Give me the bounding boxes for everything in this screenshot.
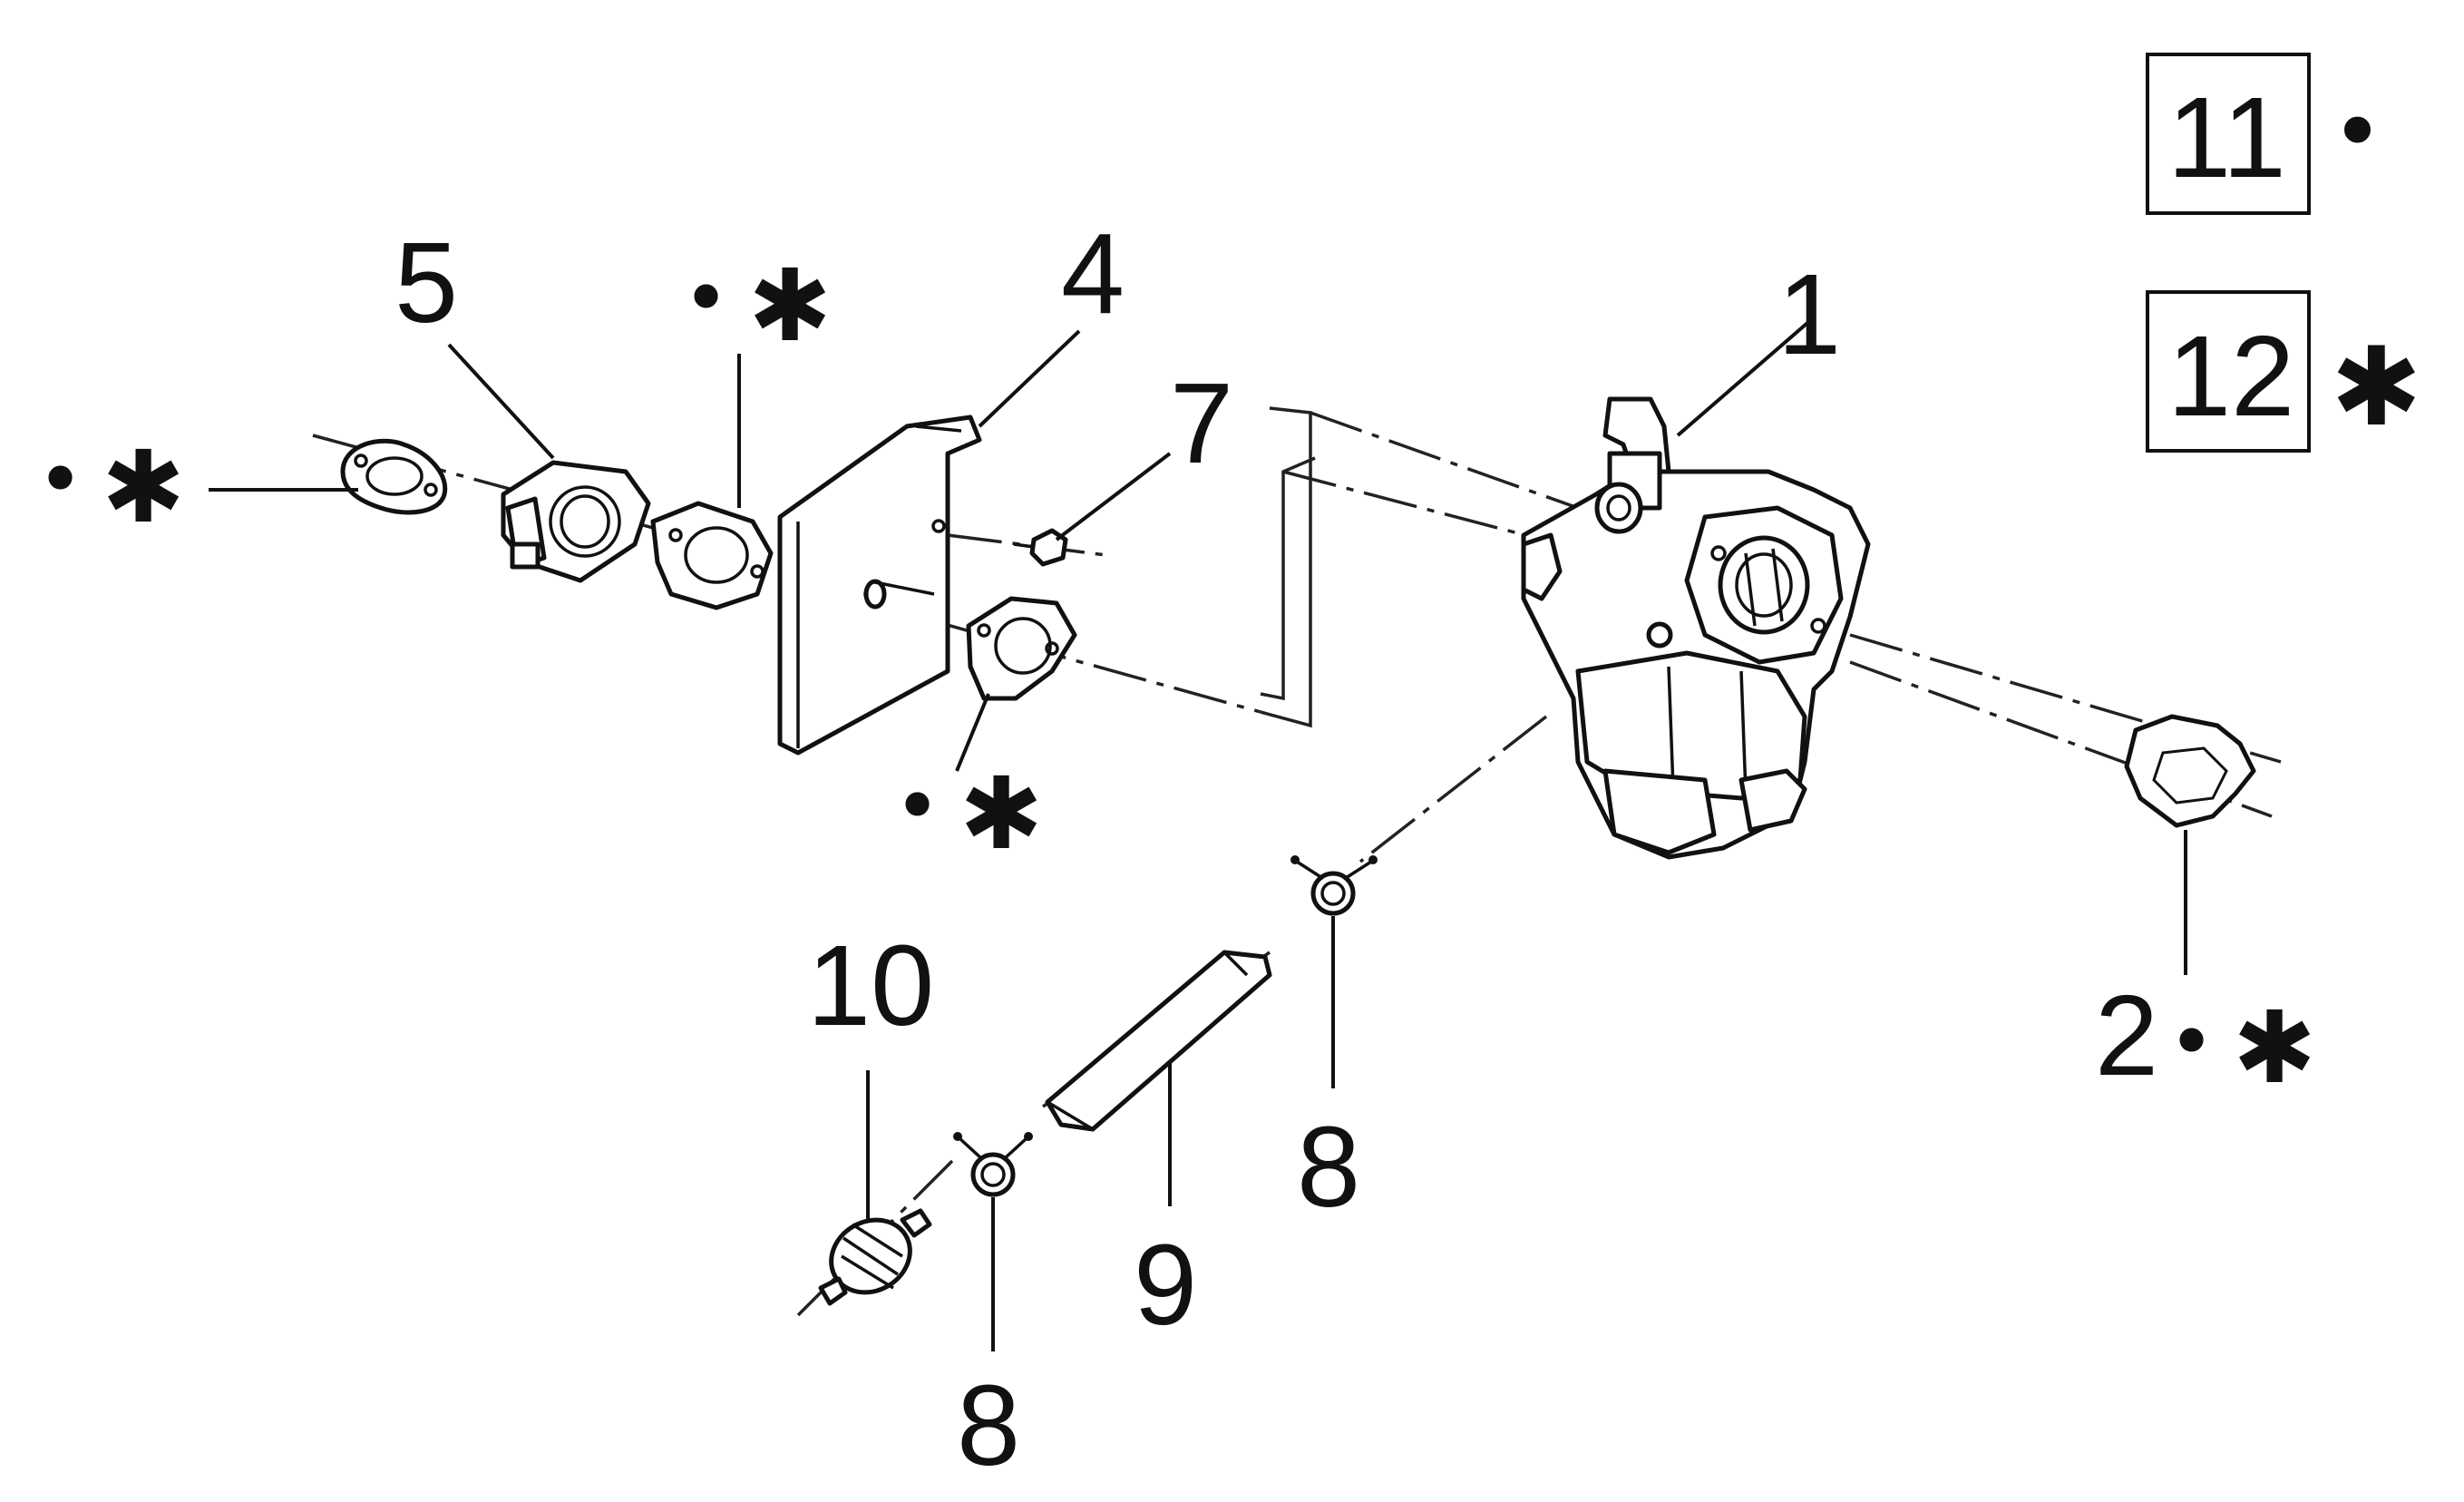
kit-dot-mark: • bbox=[36, 433, 84, 528]
kit-star-mark: ✱ bbox=[102, 429, 185, 545]
legend-star-symbol: ✱ bbox=[2331, 325, 2422, 451]
legend-box-12 bbox=[2146, 290, 2311, 453]
gasket-left bbox=[340, 438, 448, 515]
hose-clamp-8-upper bbox=[1290, 855, 1378, 916]
leader-4 bbox=[978, 329, 1081, 428]
carburetor-1 bbox=[1521, 396, 1871, 860]
fuel-line-axis-1 bbox=[1359, 715, 1548, 863]
upper-axis-to-carb bbox=[1310, 411, 1579, 510]
kit-dot-mark: • bbox=[2167, 995, 2216, 1090]
kit-star-mark: ✱ bbox=[959, 756, 1043, 872]
offset-bracket bbox=[1260, 406, 1312, 728]
kit-dot-mark: • bbox=[893, 759, 941, 854]
legend-box-11 bbox=[2146, 53, 2311, 215]
label-part-2: 2 bbox=[2095, 971, 2158, 1099]
legend-label-11: 11 bbox=[2167, 73, 2286, 201]
fuel-hose-9 bbox=[1045, 950, 1272, 1132]
kit-star-mark: ✱ bbox=[2233, 990, 2316, 1106]
label-part-7: 7 bbox=[1170, 359, 1233, 487]
legend-dot-symbol: • bbox=[2331, 79, 2384, 185]
leader-7 bbox=[1055, 452, 1172, 541]
gasket-lower bbox=[966, 596, 1077, 701]
bolt-7 bbox=[1013, 528, 1068, 567]
lower-axis-to-carb bbox=[1282, 470, 1561, 546]
legend: 11 • 12 ✱ bbox=[2146, 53, 2422, 453]
offset-bracket-inner bbox=[1260, 456, 1316, 701]
marks-gasket-mid: • ✱ bbox=[682, 248, 832, 364]
heat-shield-plate-4 bbox=[777, 415, 982, 756]
marks-gasket-left: • ✱ bbox=[36, 429, 185, 545]
label-part-8-upper: 8 bbox=[1297, 1103, 1360, 1231]
insulator-block-5 bbox=[501, 460, 651, 583]
kit-dot-mark: • bbox=[682, 251, 730, 346]
fuel-filter-10 bbox=[818, 1208, 932, 1306]
label-part-5: 5 bbox=[394, 219, 458, 346]
leader-5 bbox=[447, 343, 555, 460]
leader-1 bbox=[1676, 316, 1816, 437]
label-part-9: 9 bbox=[1134, 1221, 1197, 1349]
gasket-mid bbox=[650, 501, 774, 610]
marks-gasket-lower: • ✱ bbox=[893, 756, 1043, 872]
label-part-1: 1 bbox=[1777, 250, 1841, 378]
leader-lines bbox=[209, 316, 2187, 1351]
gasket-2 bbox=[2124, 714, 2256, 828]
label-part-4: 4 bbox=[1061, 210, 1125, 337]
hose-clamp-8-lower bbox=[953, 1132, 1033, 1197]
marks-part-2: • ✱ bbox=[2167, 990, 2316, 1106]
bolt-axis bbox=[947, 533, 1107, 557]
kit-star-mark: ✱ bbox=[748, 248, 832, 364]
leader-gasket-lower bbox=[955, 693, 990, 772]
label-part-8-lower: 8 bbox=[957, 1361, 1020, 1489]
legend-label-12: 12 bbox=[2167, 312, 2294, 440]
label-part-10: 10 bbox=[807, 922, 934, 1049]
